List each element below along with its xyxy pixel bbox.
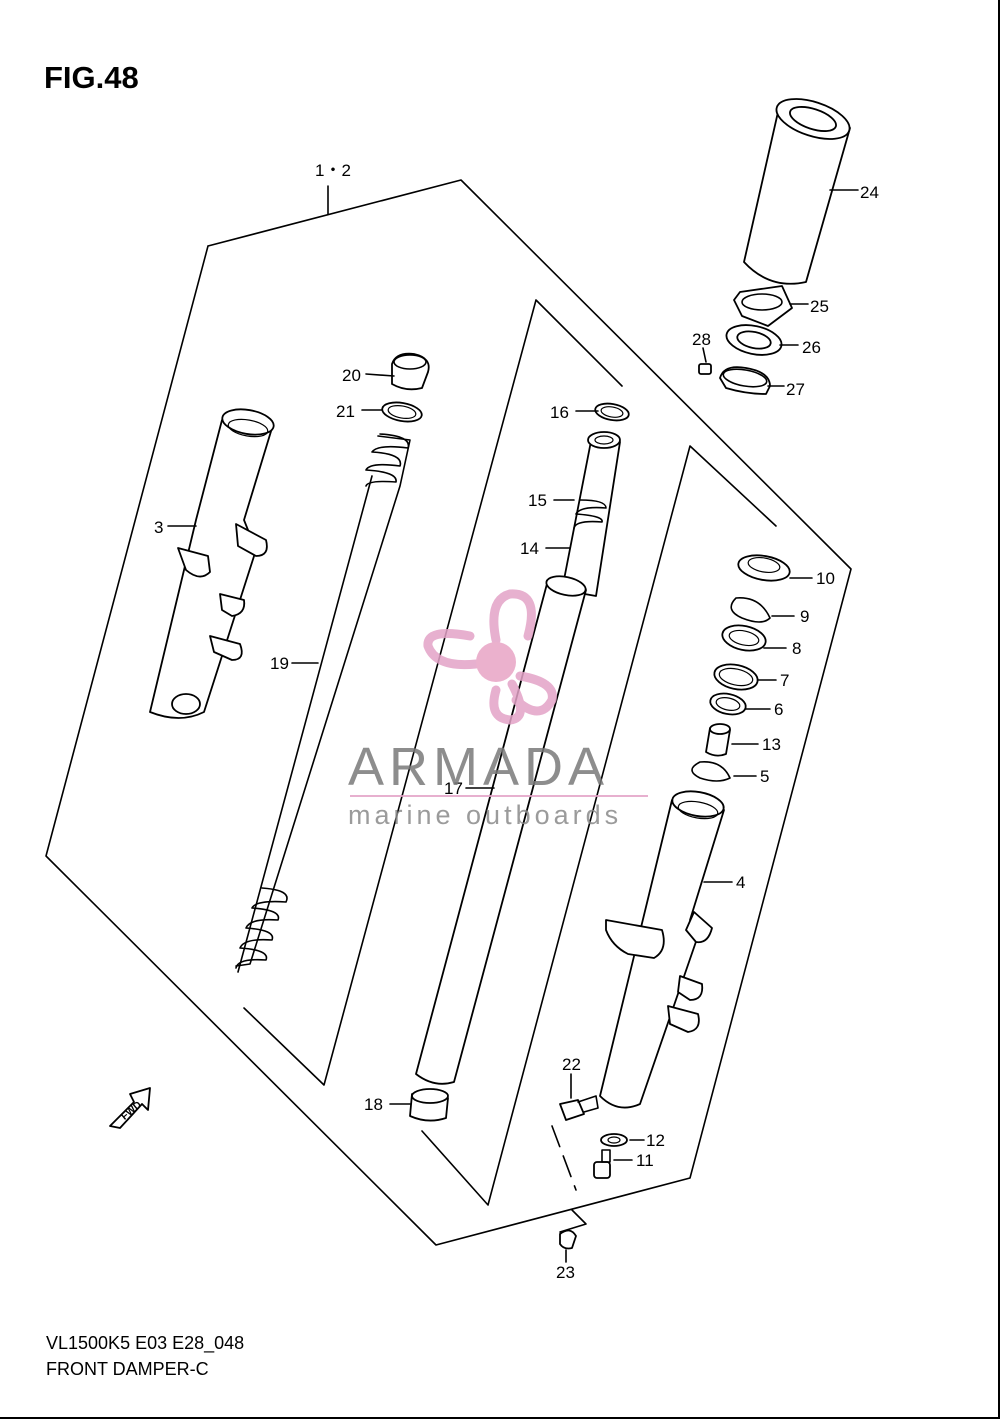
callout-26: 26 (802, 338, 821, 357)
part-6-bushing (709, 692, 771, 716)
callout-7: 7 (780, 671, 789, 690)
callout-25: 25 (810, 297, 829, 316)
panel-spring (243, 299, 623, 1086)
part-18-bushing (389, 1088, 449, 1122)
callout-6: 6 (774, 700, 783, 719)
callout-14: 14 (520, 539, 539, 558)
callout-19: 19 (270, 654, 289, 673)
armada-propeller-logo-icon (423, 589, 557, 725)
callout-22: 22 (562, 1055, 581, 1074)
callout-21: 21 (336, 402, 355, 421)
part-24-cover (743, 98, 859, 285)
callout-11: 11 (636, 1151, 654, 1170)
part-27-clamp (719, 366, 785, 395)
callout-17: 17 (444, 779, 463, 798)
panel-inner-tube (421, 445, 777, 1206)
footer-figure-name: FRONT DAMPER-C (46, 1359, 209, 1379)
part-13-oil-lock (705, 723, 759, 757)
part-10-oil-seal (737, 554, 813, 582)
footer-model-code: VL1500K5 E03 E28_048 (46, 1333, 245, 1353)
part-23-plug (559, 1229, 577, 1263)
part-25-bracket (733, 285, 809, 327)
watermark: ARMADA marine outboards (348, 589, 648, 830)
callout-4: 4 (736, 873, 745, 892)
callout-9: 9 (800, 607, 809, 626)
watermark-brand: ARMADA (348, 737, 609, 797)
forward-arrow-icon: FWD (109, 1087, 151, 1129)
part-16-o-ring (575, 402, 630, 422)
callout-3: 3 (154, 518, 163, 537)
part-7-bushing (713, 663, 777, 691)
part-19-fork-spring (235, 433, 411, 973)
part-12-gasket (600, 1133, 645, 1147)
part-5-snap-ring (691, 761, 757, 782)
callout-18: 18 (364, 1095, 383, 1114)
spring-coils-top (365, 433, 410, 487)
part-22-bolt (559, 1073, 599, 1121)
part-14-damper-rod (545, 431, 621, 597)
callout-23: 23 (556, 1263, 575, 1282)
assembly-outline (45, 179, 852, 1246)
assembly-dashed-leaders (551, 1125, 587, 1233)
callout-13: 13 (762, 735, 781, 754)
callout-24: 24 (860, 183, 879, 202)
part-20-cap-bolt (365, 352, 430, 391)
figure-title: FIG.48 (44, 60, 139, 95)
part-26-washer (725, 324, 799, 356)
callout-28: 28 (692, 330, 711, 349)
callout-20: 20 (342, 366, 361, 385)
callout-8: 8 (792, 639, 801, 658)
callout-5: 5 (760, 767, 769, 786)
callout-1-2: 1・2 (315, 161, 351, 180)
callout-labels: 1・2 3 4 5 6 7 8 9 10 11 12 13 14 15 16 1… (154, 161, 879, 1282)
part-9-circlip (730, 597, 795, 623)
part-21-o-ring (361, 401, 423, 423)
watermark-tagline: marine outboards (348, 800, 622, 830)
callout-15: 15 (528, 491, 547, 510)
part-8-washer (721, 624, 787, 652)
callout-27: 27 (786, 380, 805, 399)
callout-12: 12 (646, 1131, 665, 1150)
callout-16: 16 (550, 403, 569, 422)
part-3-outer-tube-left (149, 408, 275, 719)
part-11-bolt (593, 1149, 633, 1179)
part-4-outer-tube-right (599, 790, 733, 1109)
spring-coils-bottom (235, 887, 288, 969)
callout-10: 10 (816, 569, 835, 588)
part-28-bolt (698, 347, 712, 375)
